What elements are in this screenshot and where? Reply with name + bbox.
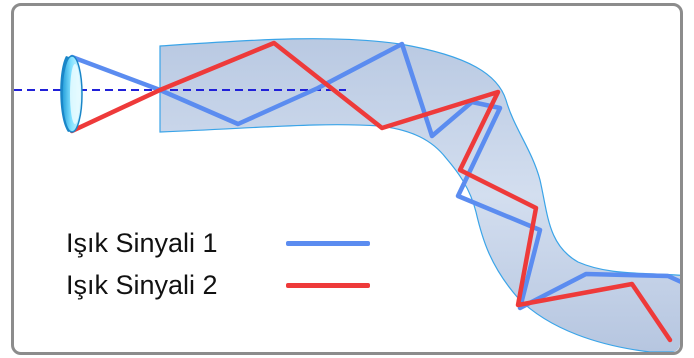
optical-fiber	[159, 38, 680, 352]
legend-swatch-signal-1	[286, 241, 370, 246]
light-source-cone	[60, 55, 83, 133]
legend-label-signal-2: Işık Sinyali 2	[66, 270, 218, 300]
legend-swatch-signal-2	[286, 283, 370, 288]
legend-label-signal-1: Işık Sinyali 1	[66, 228, 218, 258]
light-signal-2-path	[69, 40, 673, 343]
light-signal-1-path	[69, 41, 680, 311]
